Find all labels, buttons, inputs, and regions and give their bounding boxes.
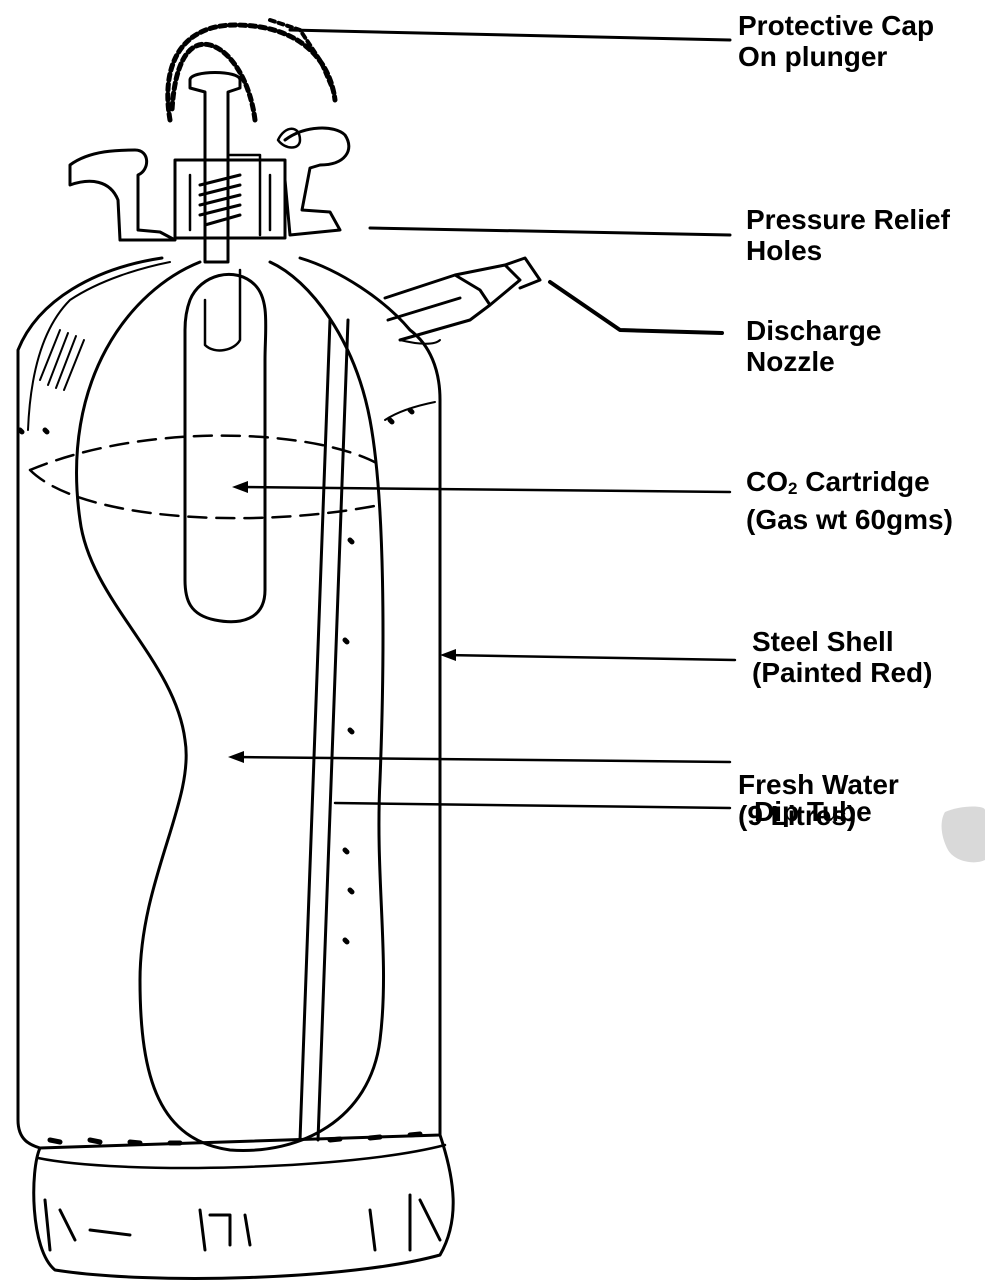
shell-left-inner — [28, 262, 170, 430]
co2-cartridge-line2: (Gas wt 60gms) — [746, 504, 953, 535]
leader-steel-shell — [445, 655, 735, 660]
label-steel-shell: Steel Shell (Painted Red) — [752, 626, 932, 688]
plunger — [190, 73, 240, 263]
protective-cap-line2: On plunger — [738, 41, 934, 72]
right-handle — [285, 128, 349, 235]
water-level-ellipse — [30, 436, 380, 519]
leader-co2-cartridge — [240, 487, 730, 492]
label-co2-cartridge: CO2 Cartridge (Gas wt 60gms) — [746, 466, 953, 535]
label-protective-cap: Protective Cap On plunger — [738, 10, 934, 72]
discharge-nozzle-line1: Discharge — [746, 315, 881, 346]
label-discharge-nozzle: Discharge Nozzle — [746, 315, 881, 377]
leader-pressure-relief — [370, 228, 730, 235]
cartridge-neck — [205, 270, 240, 350]
leader-fresh-water — [235, 757, 730, 762]
steel-shell-outline — [18, 258, 440, 1148]
label-fresh-water: Fresh Water (9 Litres) — [738, 769, 899, 831]
left-handle — [70, 150, 175, 240]
co2-prefix: CO — [746, 466, 788, 497]
shell-dots — [20, 410, 412, 942]
fresh-water-line2: (9 Litres) — [738, 800, 899, 831]
shell-hatching — [40, 330, 84, 390]
co2-cartridge — [185, 274, 266, 621]
foot-ring-marks — [45, 1195, 440, 1250]
protective-cap-line1: Protective Cap — [738, 10, 934, 41]
co2-suffix: Cartridge — [797, 466, 929, 497]
pressure-relief-line1: Pressure Relief — [746, 204, 950, 235]
leader-dip-tube — [335, 803, 730, 808]
arrow-co2-cartridge — [232, 481, 248, 493]
watermark-blob — [942, 806, 985, 862]
leader-discharge-nozzle — [550, 282, 722, 333]
arrow-fresh-water — [228, 751, 244, 763]
discharge-nozzle-line2: Nozzle — [746, 346, 881, 377]
pressure-relief-line2: Holes — [746, 235, 950, 266]
co2-cartridge-line1: CO2 Cartridge — [746, 466, 953, 504]
cap-chain — [168, 25, 335, 120]
steel-shell-line1: Steel Shell — [752, 626, 932, 657]
fresh-water-line1: Fresh Water — [738, 769, 899, 800]
inner-bag — [77, 262, 384, 1150]
steel-shell-line2: (Painted Red) — [752, 657, 932, 688]
leader-protective-cap — [290, 30, 730, 40]
arrow-steel-shell — [440, 649, 456, 661]
foot-ring-rim — [38, 1145, 445, 1168]
label-pressure-relief-holes: Pressure Relief Holes — [746, 204, 950, 266]
